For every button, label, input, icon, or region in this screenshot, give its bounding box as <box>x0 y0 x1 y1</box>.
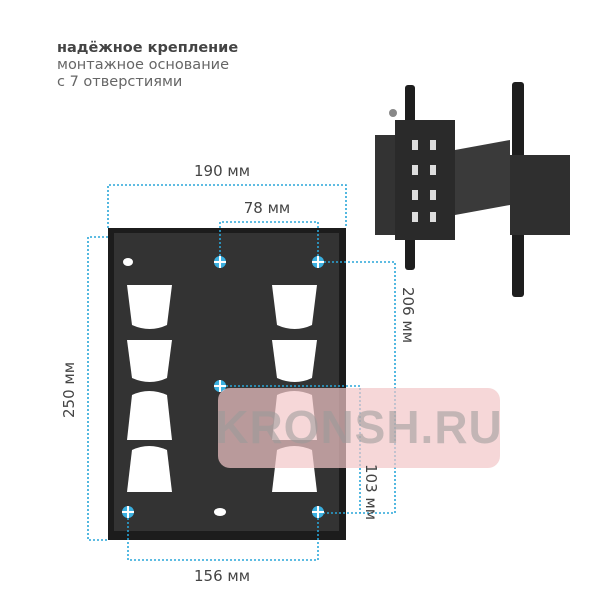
dimension-lines <box>87 184 396 561</box>
label-103: 103 мм <box>362 464 380 520</box>
product-photo <box>375 82 570 297</box>
wall-plate <box>108 228 346 540</box>
plate-cutouts <box>123 258 317 516</box>
dim-line-250 <box>87 236 108 541</box>
screw-icon <box>312 506 324 518</box>
dim-line-190 <box>107 184 347 228</box>
label-206: 206 мм <box>399 287 417 343</box>
screw-holes <box>122 256 324 518</box>
photo-arm <box>455 140 510 215</box>
dim-line-103 <box>226 385 361 513</box>
screw-icon <box>214 256 226 268</box>
caption-line-1: монтажное основание <box>57 57 230 73</box>
watermark-text: KRONSH.RU <box>215 401 503 453</box>
callout-dot <box>389 109 397 117</box>
watermark: KRONSH.RU <box>215 388 503 468</box>
screw-icon <box>214 380 226 392</box>
watermark-bg <box>218 388 500 468</box>
photo-wall-plate <box>395 120 455 240</box>
photo-plate-holes <box>412 140 436 222</box>
label-190: 190 мм <box>194 162 250 180</box>
screw-icon <box>122 506 134 518</box>
label-250: 250 мм <box>60 362 78 418</box>
label-78: 78 мм <box>244 199 291 217</box>
caption-title: надёжное крепление <box>57 40 239 56</box>
photo-tv-plate <box>510 155 570 235</box>
dim-line-78 <box>219 221 319 256</box>
label-156: 156 мм <box>194 567 250 585</box>
dim-line-156 <box>127 518 319 561</box>
caption-line-2: с 7 отверстиями <box>57 74 183 90</box>
feature-caption: надёжное крепление монтажное основание с… <box>57 40 238 91</box>
screw-icon <box>312 256 324 268</box>
photo-plate-edge <box>375 135 395 235</box>
